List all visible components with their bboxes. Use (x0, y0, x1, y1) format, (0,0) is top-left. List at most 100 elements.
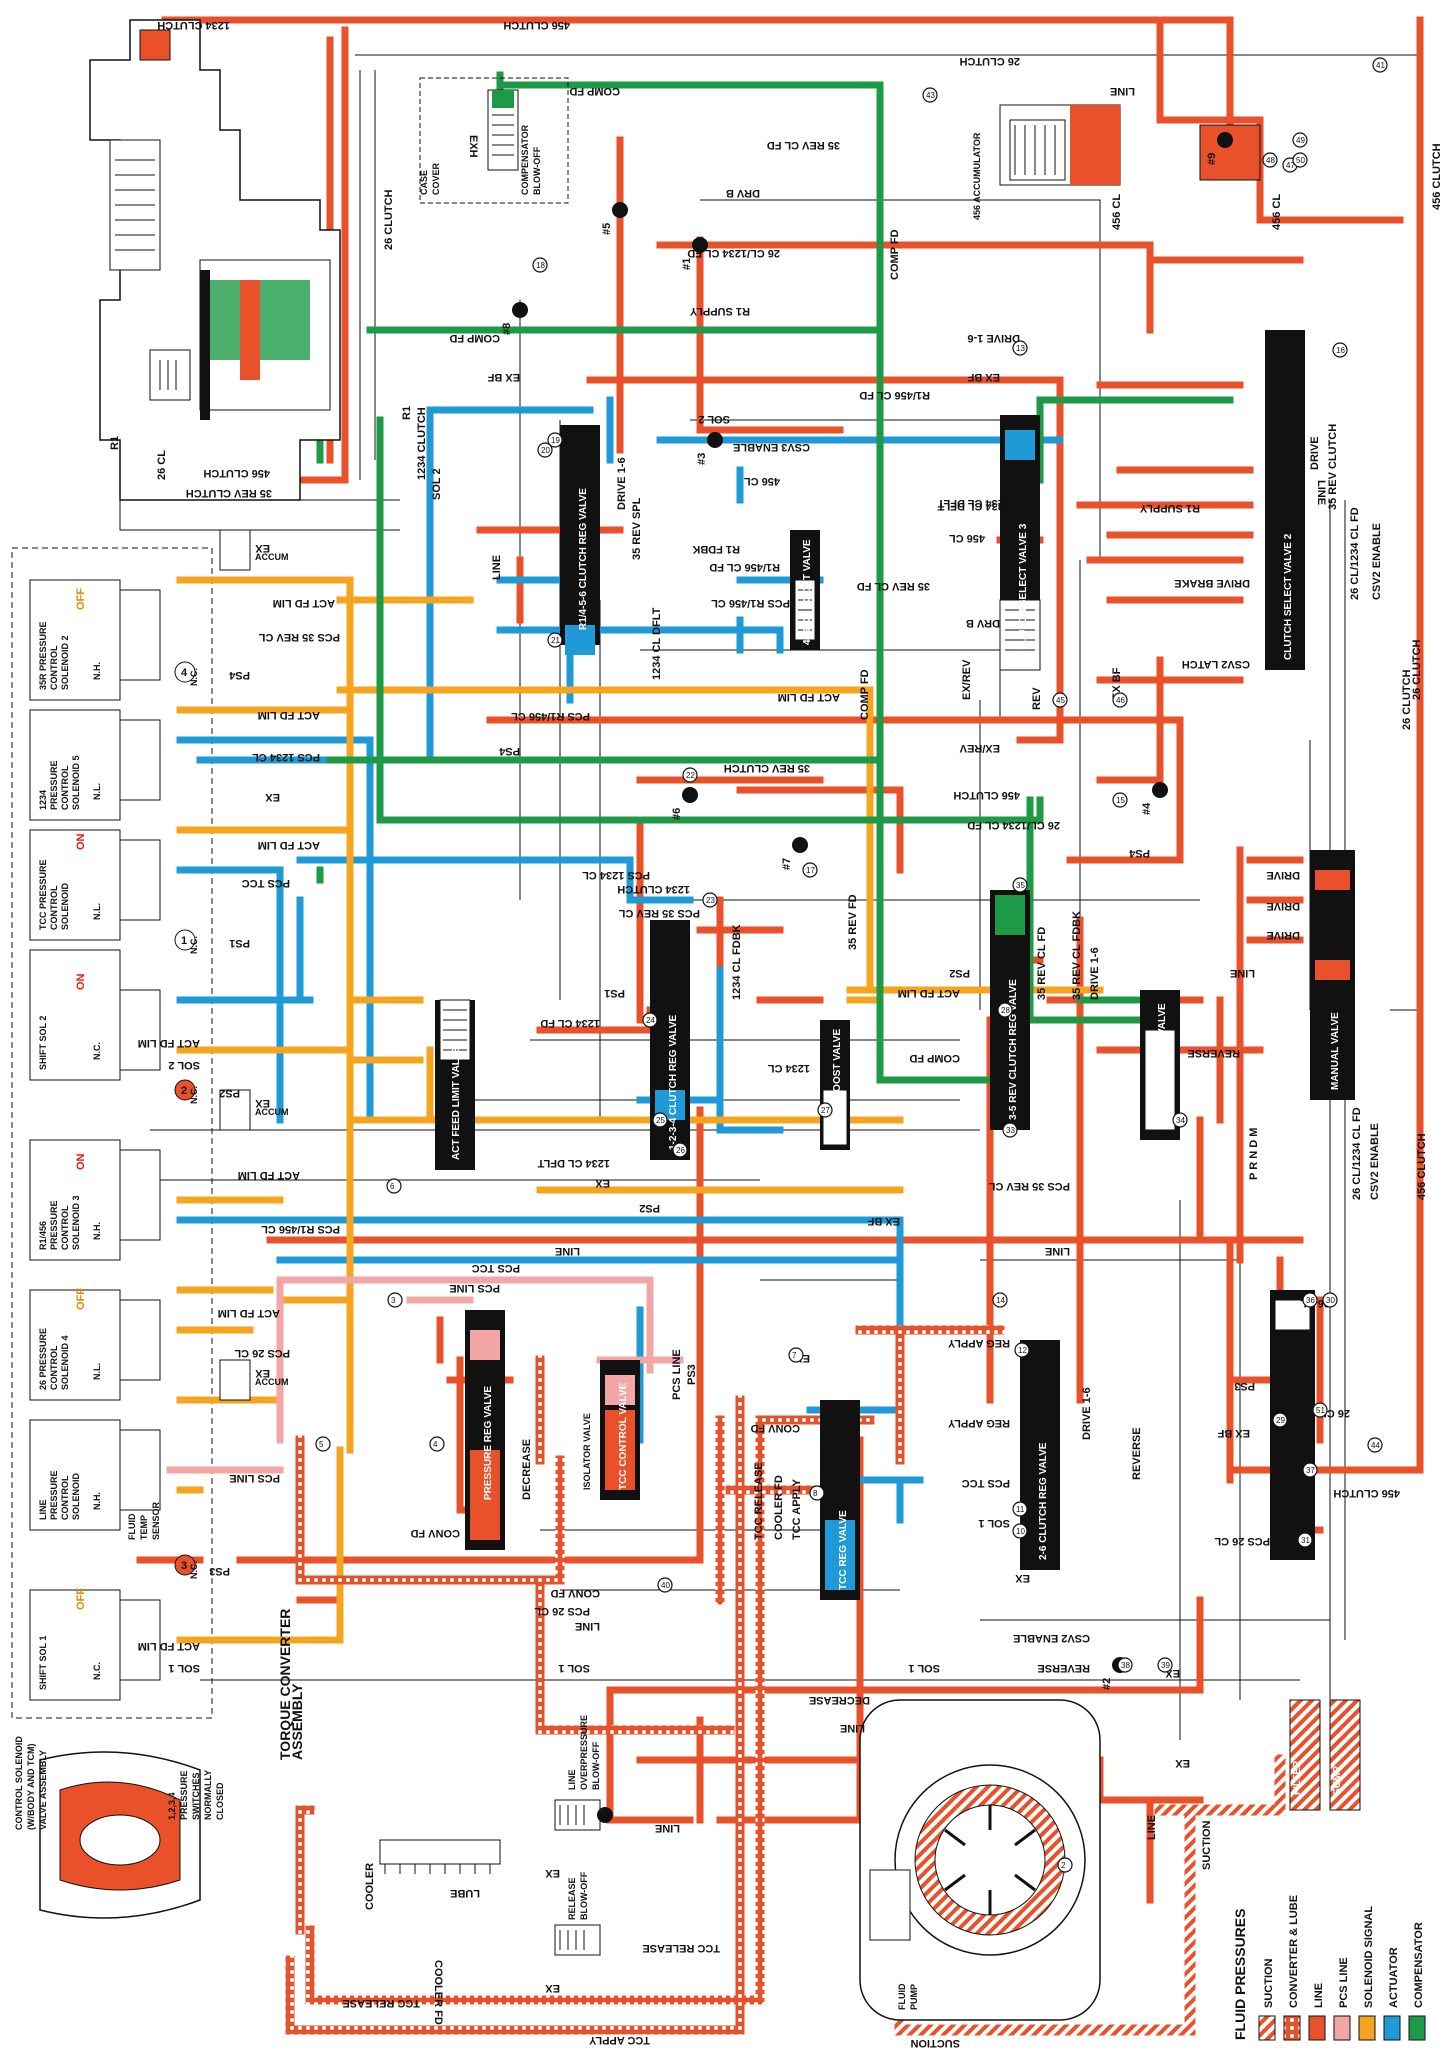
label-cooler-fd-v: COOLER FD (773, 1475, 785, 1540)
orifice-48 (1262, 152, 1278, 168)
orifice-label-16: 16 (1336, 346, 1345, 355)
label-35-rev-cl-v: 35 REV CL FD (1036, 927, 1048, 1000)
valve-r1456-reg (560, 425, 600, 645)
label-act-fd-lim-2: ACT FD LIM (273, 597, 335, 609)
orifice-30 (1322, 1292, 1338, 1308)
orifice-3 (387, 1292, 403, 1308)
orifice-label-35: 35 (1016, 881, 1025, 890)
legend-item-actuator: ACTUATOR (1388, 1947, 1400, 2008)
pressure-switch-type-1: N.C. (189, 936, 199, 954)
label-pcs-35-rev-cl-right: PCS 35 REV CL (988, 1180, 1070, 1192)
orifice-label-8: 8 (813, 1489, 818, 1498)
label-ex-mid: EX (595, 1177, 610, 1189)
label-comp-fd-r: COMP FD (909, 1052, 960, 1064)
solenoid-name-5: 26 PRESSURECONTROLSOLENOID 4 (38, 1328, 70, 1390)
orifice-41 (1372, 57, 1388, 73)
label-drive-2: DRIVE (1266, 900, 1300, 912)
valve-clutch-select-2 (1265, 330, 1305, 670)
label-pcs-tcc-r: PCS TCC (962, 1477, 1010, 1489)
valve-name-0: R1/4-5-6 CLUTCH REG VALVE (578, 488, 589, 630)
converter-lube-circuits (285, 1325, 1005, 2035)
label-ex-accum-1: EX (255, 542, 270, 554)
solenoid-type-2: N.L. (92, 903, 102, 920)
orifice-label-19: 19 (551, 436, 560, 445)
label-line-bottom: LINE (575, 1620, 600, 1632)
solenoid-state-4: ON (75, 1153, 87, 1170)
orifice-4 (429, 1436, 445, 1452)
checkball-label-5: #5 (601, 223, 613, 235)
valve-name-12: TCC REG VALVE (838, 1510, 849, 1590)
orifice-2 (1057, 1857, 1073, 1873)
orifice-label-39: 39 (1161, 1661, 1170, 1670)
pressure-switch-type-4: N.C. (189, 668, 199, 686)
orifice-25 (652, 1112, 668, 1128)
orifice-label-51: 51 (1316, 1406, 1325, 1415)
label-ex-blowoff: EX (545, 1867, 560, 1879)
label-1234-cl-fdbk: 1234 CL FDBK (731, 924, 743, 1000)
label-26-cl-left: 26 CL (156, 450, 168, 480)
checkball-label-7: #7 (781, 858, 793, 870)
label-pcs-26-cl-bottom: PCS 26 CL (534, 1605, 590, 1617)
orifice-label-17: 17 (806, 866, 815, 875)
orifice-8 (809, 1485, 825, 1501)
label-sol-1-right: SOL 1 (908, 1662, 940, 1674)
label-pcs-1234-cl: PCS 1234 CL (252, 751, 320, 763)
label-drive-1-6-bottom: DRIVE 1-6 (1081, 1387, 1093, 1440)
solenoid-name-3: SHIFT SOL 2 (38, 1016, 48, 1070)
orifice-19 (547, 432, 563, 448)
orifice-label-23: 23 (706, 896, 715, 905)
solenoid-type-5: N.L. (92, 1363, 102, 1380)
orifice-label-30: 30 (1326, 1296, 1335, 1305)
label-1234-cl: 1234 CL (768, 1062, 810, 1074)
label-drive-1-6-v2: DRIVE 1-6 (1089, 947, 1101, 1000)
solenoid-name-4: R1/456PRESSURECONTROLSOLENOID 3 (38, 1195, 81, 1250)
orifice-label-11: 11 (1016, 1505, 1025, 1514)
orifice-label-49: 49 (1296, 136, 1305, 145)
orifice-26 (672, 1142, 688, 1158)
orifice-label-43: 43 (926, 91, 935, 100)
orifice-label-44: 44 (1371, 1441, 1380, 1450)
label-1234-clutch-mid: 1234 CLUTCH (617, 883, 690, 895)
label-drv-b-r: DRV B (966, 617, 1000, 629)
label-drive-brake: DRIVE BRAKE (1174, 577, 1250, 589)
solenoid-type-3: N.C. (92, 1042, 102, 1060)
label-accum-2: ACCUM (255, 1107, 289, 1117)
label-pcs-r1-456-cl-mid: PCS R1/456 CL (511, 710, 590, 722)
exhaust-lines (119, 54, 1421, 1820)
label-line-mid: LINE (555, 1245, 580, 1257)
orifice-37 (1302, 1462, 1318, 1478)
orifice-33 (1002, 1122, 1018, 1138)
legend-item-compensator: COMPENSATOR (1413, 1922, 1425, 2008)
label-accum-1: ACCUM (255, 552, 289, 562)
orifice-label-25: 25 (656, 1116, 665, 1125)
orifice-label-29: 29 (1276, 1416, 1285, 1425)
label-line-pump-v: LINE (1146, 1815, 1158, 1840)
label-act-fd-lim-1: ACT FD LIM (778, 691, 840, 703)
pressure-switch-3 (174, 1554, 196, 1576)
legend-item-pcs_line: PCS LINE (1338, 1957, 1350, 2008)
orifice-40 (657, 1577, 673, 1593)
solenoid-type-7: N.C. (92, 1662, 102, 1680)
label-comp-fd-top: COMP FD (569, 85, 620, 97)
label-conv-fd-r: CONV FD (750, 1422, 800, 1434)
orifice-23 (702, 892, 718, 908)
label-drive-v: DRIVE (1309, 436, 1321, 470)
orifice-18 (532, 257, 548, 273)
label-reverse-v: REVERSE (1131, 1427, 1143, 1480)
label-sol-1-left: SOL 1 (168, 1662, 200, 1674)
orifice-label-27: 27 (821, 1106, 830, 1115)
label-ex-bf-top: EX BF (967, 371, 1000, 383)
legend-swatch-actuator (1383, 2015, 1401, 2041)
label-ex-bf-v: EX BF (1111, 667, 1123, 700)
label-1234-clutch: 1234 CLUTCH (157, 19, 230, 31)
label-1234-cl-dflt-b: 1234 CL DFLT (537, 1157, 610, 1169)
label-tcc-apply-v: TCC APPLY (791, 1478, 803, 1540)
label-ps3: PS3 (209, 1565, 230, 1577)
label-456-cl: 456 CL (744, 475, 780, 487)
label-ex-bf-r: EX BF (1217, 1427, 1250, 1439)
